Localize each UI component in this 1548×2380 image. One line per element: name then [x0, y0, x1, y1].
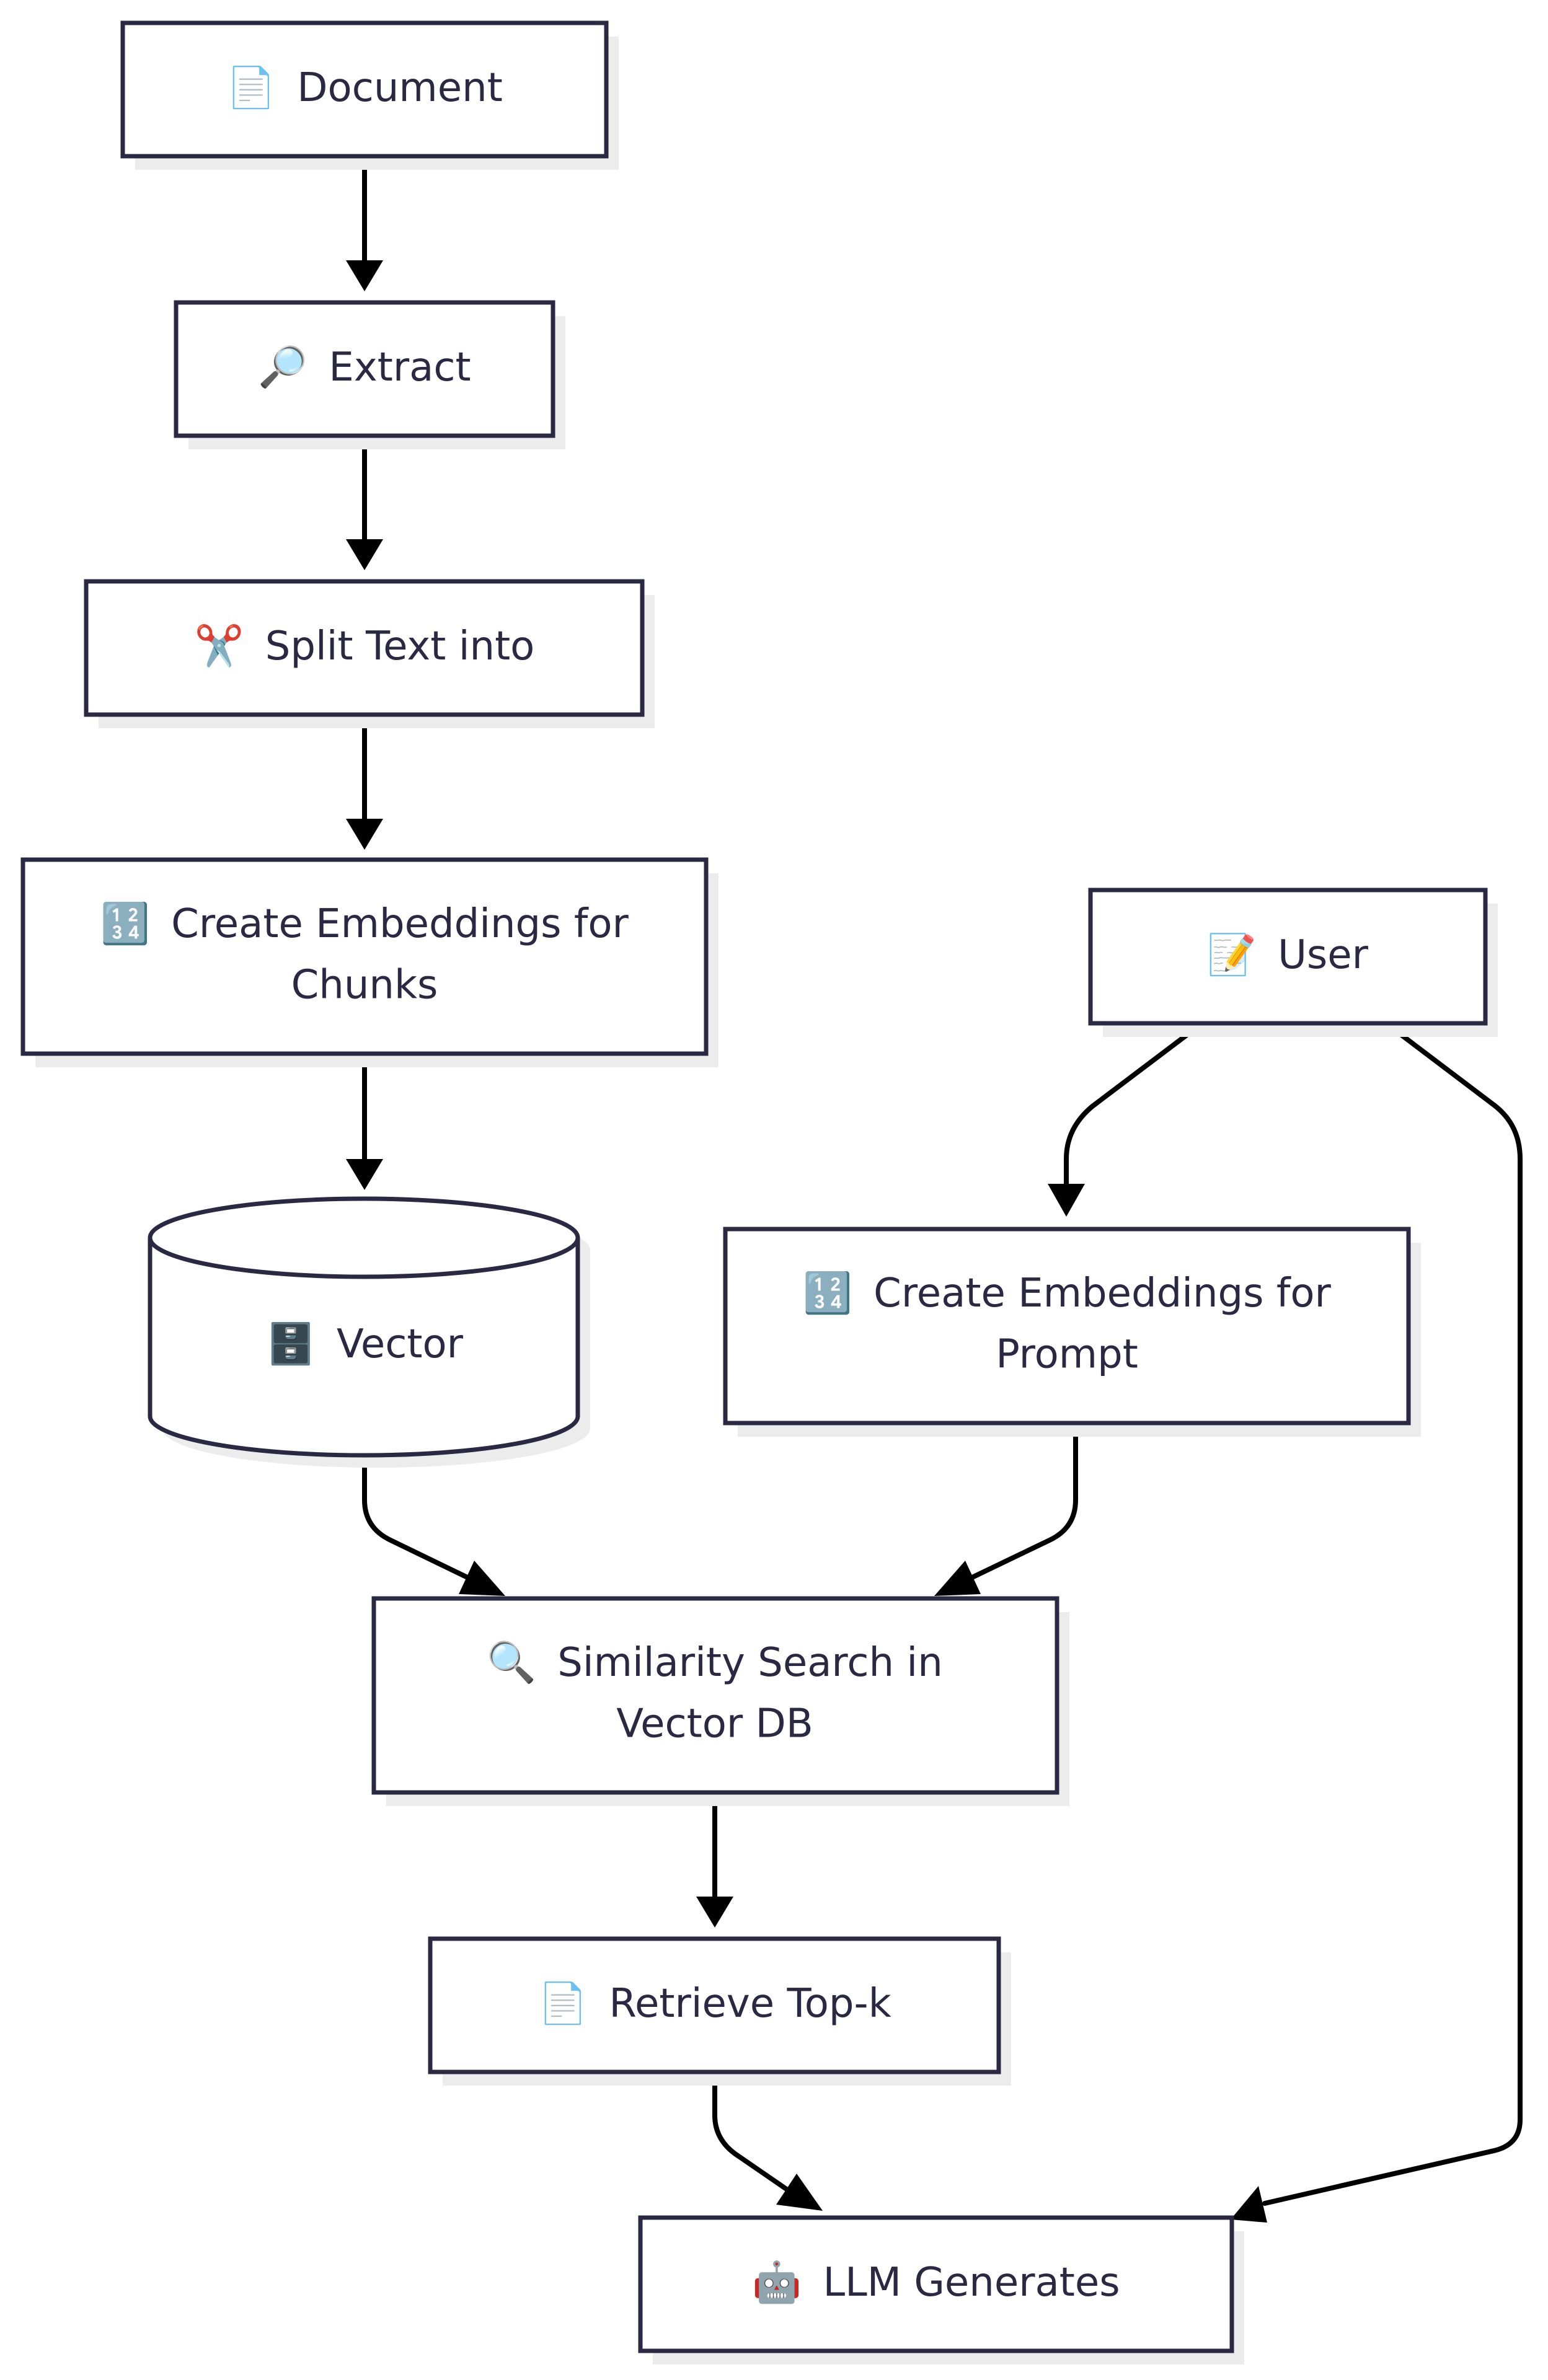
file-cabinet-icon: 🗄️ — [266, 1321, 316, 1367]
node-split-label: Split Text into — [265, 624, 535, 669]
document-icon: 📄 — [226, 65, 276, 111]
node-retrieve: 📄 Retrieve Top-k — [428, 1936, 1011, 2086]
svg-text:🗄️ Vector: 🗄️ Vector — [266, 1321, 464, 1367]
robot-icon: 🤖 — [752, 2260, 802, 2306]
document-icon: 📄 — [538, 1981, 588, 2027]
node-embed-prompt: 🔢 Create Embeddings for Prompt — [723, 1227, 1421, 1437]
svg-text:🤖 LLM Generates: 🤖 LLM Generates — [752, 2260, 1120, 2306]
edge-user-to-embed-prompt — [1048, 1021, 1204, 1217]
memo-icon: 📝 — [1207, 932, 1257, 978]
magnifier-tilted-right-icon: 🔎 — [258, 342, 307, 390]
edge-embed-prompt-to-similarity — [934, 1421, 1078, 1596]
edge-document-to-extract — [346, 154, 383, 291]
node-retrieve-label: Retrieve Top-k — [609, 1981, 891, 2027]
magnifier-tilted-left-icon: 🔍 — [487, 1637, 536, 1686]
node-user: 📝 User — [1088, 888, 1498, 1037]
node-embed-prompt-line2: Prompt — [996, 1332, 1138, 1378]
node-embed-prompt-line1: Create Embeddings for — [874, 1271, 1331, 1316]
svg-text:📄 Document: 📄 Document — [226, 65, 503, 111]
svg-text:🔢 Create Embeddings for: 🔢 Create Embeddings for — [100, 901, 629, 947]
edge-retrieve-to-llm — [712, 2069, 823, 2211]
node-embed-chunks: 🔢 Create Embeddings for Chunks — [20, 857, 719, 1067]
svg-text:🔍 Similarity Search in: 🔍 Similarity Search in — [487, 1637, 943, 1686]
edge-user-to-llm — [1231, 1021, 1523, 2223]
svg-text:✂️ Split Text into: ✂️ Split Text into — [195, 622, 535, 669]
node-llm: 🤖 LLM Generates — [638, 2215, 1244, 2365]
node-split: ✂️ Split Text into — [84, 579, 655, 728]
svg-text:🔢 Create Embeddings for: 🔢 Create Embeddings for — [803, 1271, 1331, 1316]
svg-text:🔎 Extract: 🔎 Extract — [258, 342, 471, 390]
svg-text:📝 User: 📝 User — [1207, 932, 1369, 978]
node-llm-label: LLM Generates — [823, 2260, 1120, 2306]
node-document-label: Document — [297, 65, 503, 111]
node-vector-label: Vector — [337, 1321, 464, 1367]
edge-embed-chunks-to-vector — [346, 1051, 383, 1190]
svg-text:📄 Retrieve Top-k: 📄 Retrieve Top-k — [538, 1981, 891, 2027]
node-similarity: 🔍 Similarity Search in Vector DB — [371, 1596, 1069, 1806]
edge-vector-to-similarity — [362, 1451, 505, 1596]
edge-split-to-embed-chunks — [346, 712, 383, 850]
edge-similarity-to-retrieve — [696, 1790, 733, 1928]
node-similarity-line2: Vector DB — [616, 1701, 813, 1747]
scissors-icon: ✂️ — [195, 622, 244, 669]
node-similarity-line1: Similarity Search in — [557, 1640, 943, 1686]
node-extract-label: Extract — [329, 345, 471, 390]
node-vector: 🗄️ Vector — [148, 1196, 590, 1468]
node-user-label: User — [1278, 932, 1369, 978]
input-numbers-icon: 🔢 — [803, 1271, 852, 1316]
node-embed-chunks-line1: Create Embeddings for — [171, 901, 629, 947]
node-extract: 🔎 Extract — [174, 300, 565, 449]
input-numbers-icon: 🔢 — [100, 901, 150, 947]
edge-extract-to-split — [346, 433, 383, 570]
node-embed-chunks-line2: Chunks — [291, 963, 438, 1008]
edges — [346, 154, 1523, 2223]
node-document: 📄 Document — [120, 20, 619, 170]
